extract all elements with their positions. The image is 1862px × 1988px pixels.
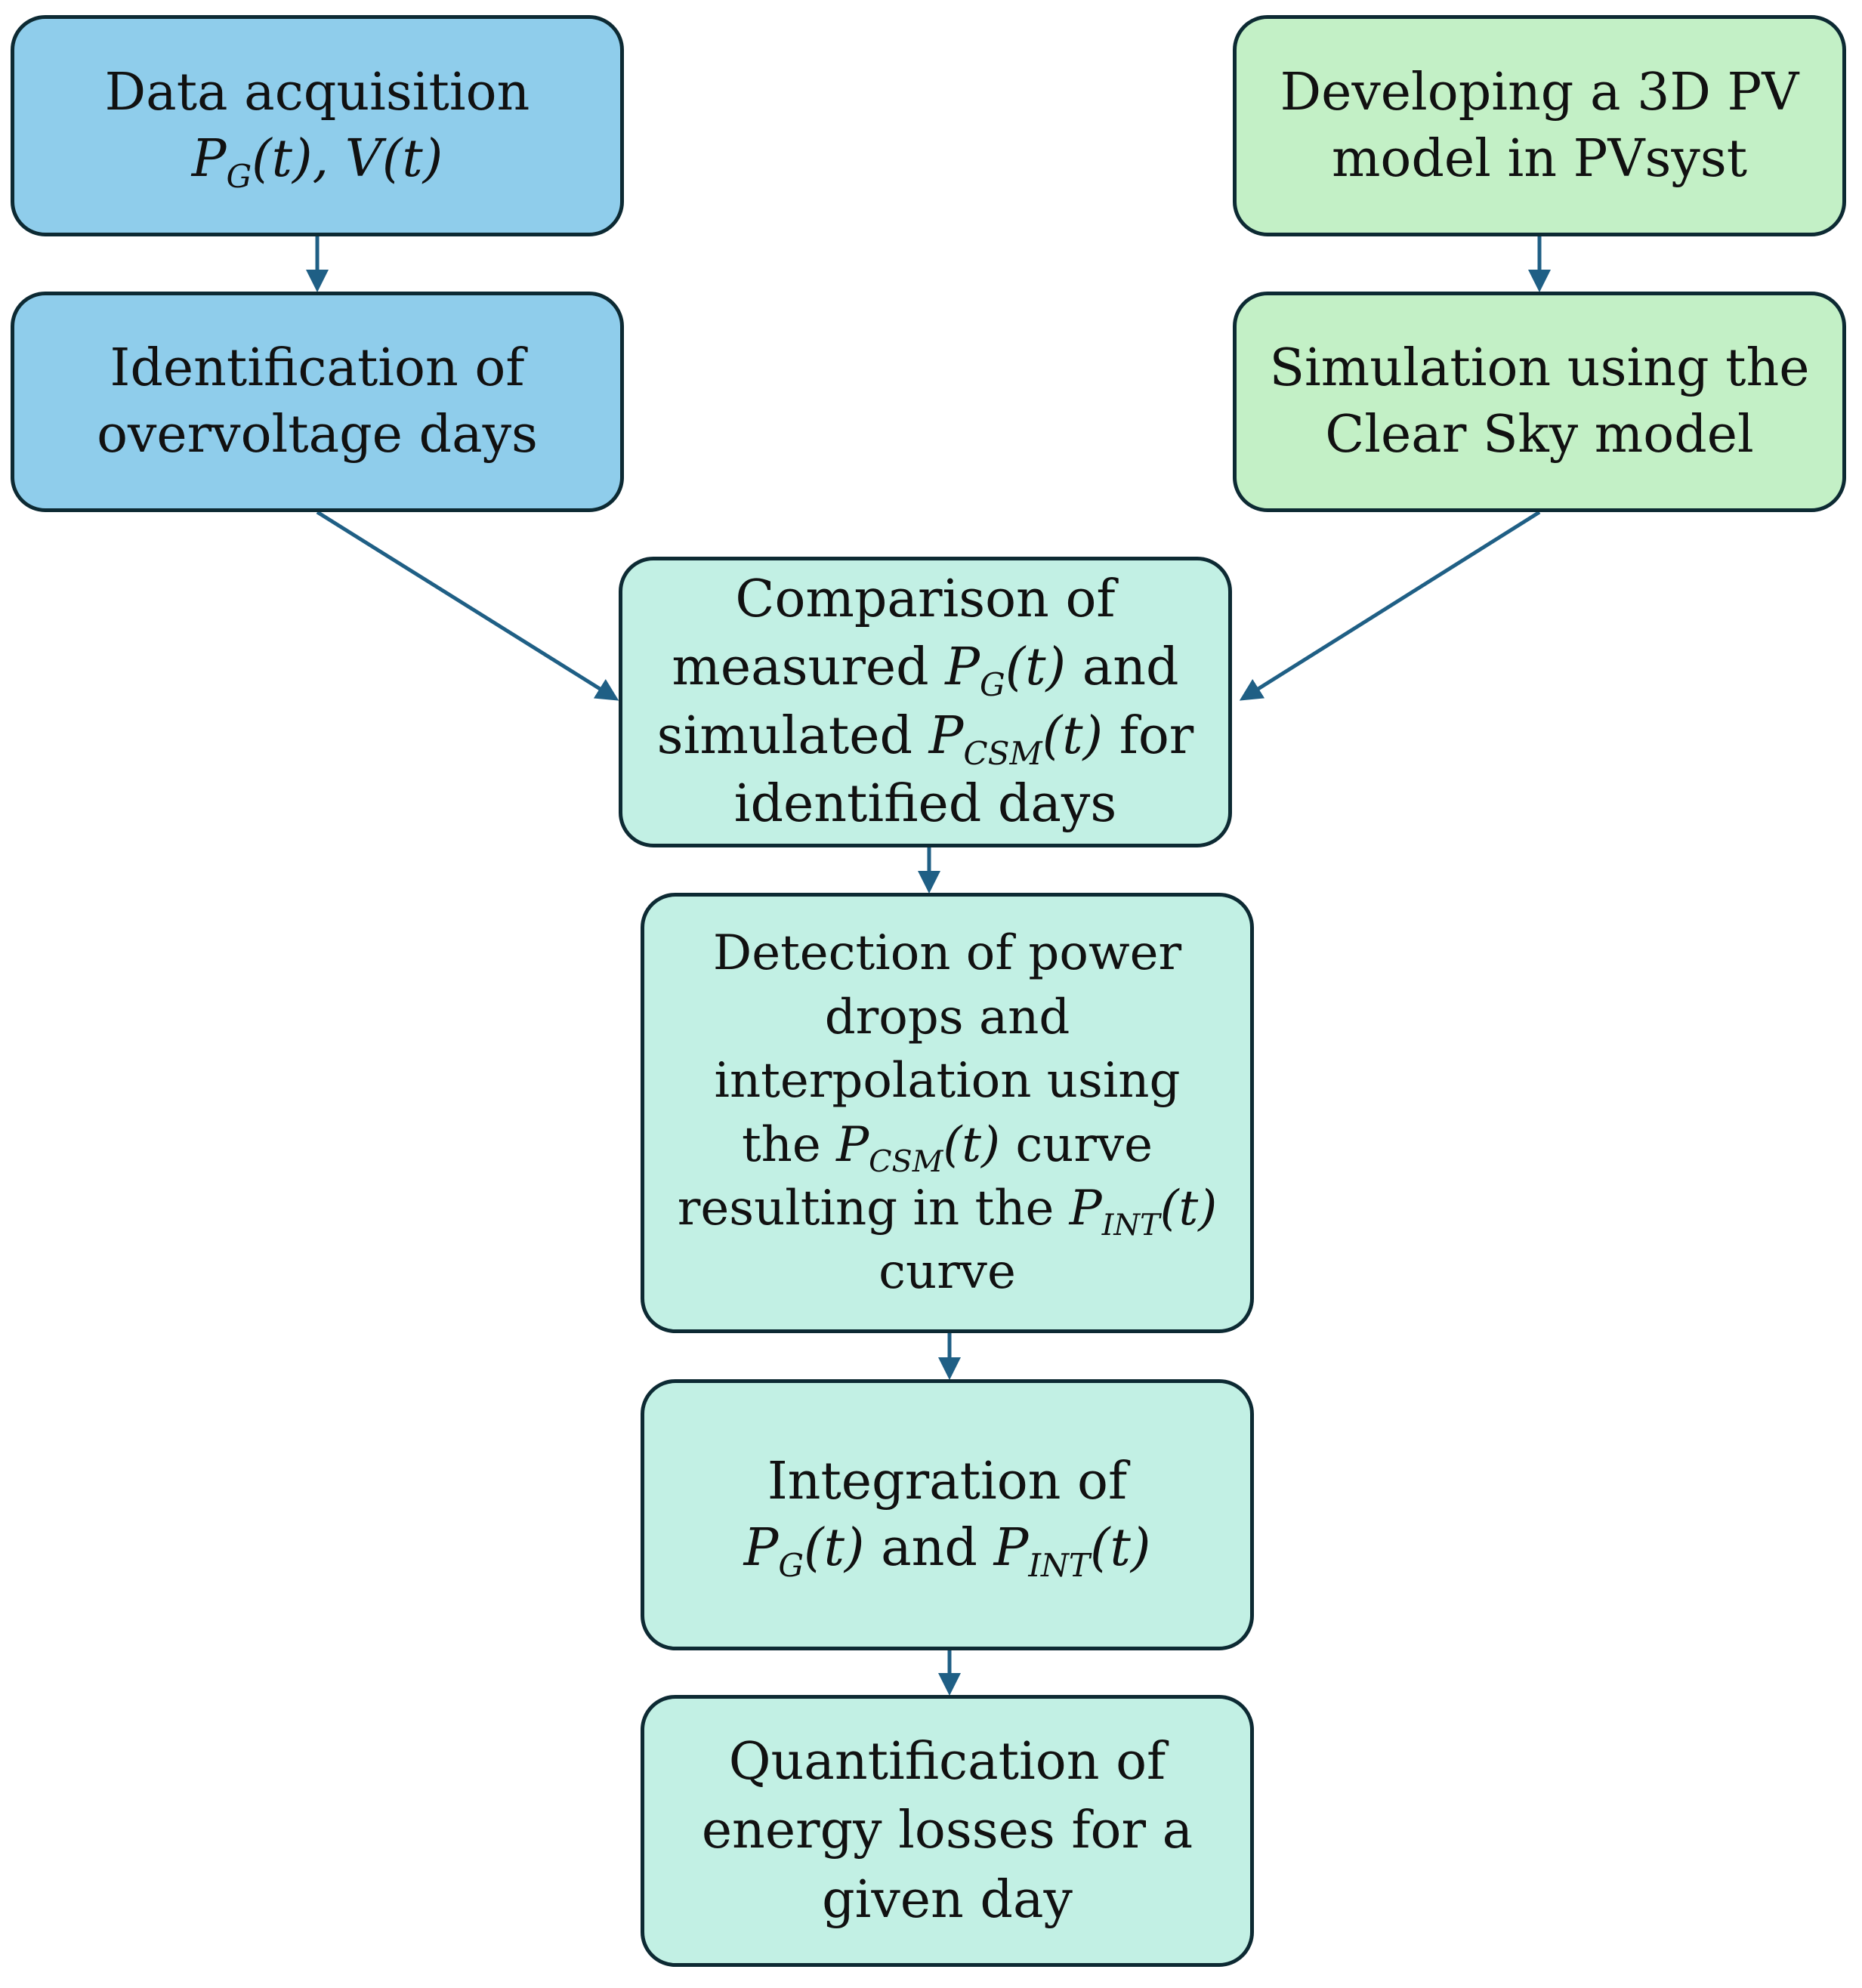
- identification-line-1: Identification of: [110, 338, 525, 399]
- simulation-line-2: Clear Sky model: [1325, 405, 1754, 465]
- data-acquisition-title: Data acquisition: [104, 62, 530, 122]
- detection-line-3: interpolation using: [714, 1053, 1181, 1110]
- identification-line-2: overvoltage days: [97, 405, 538, 465]
- arrow-identification-to-comparison: [316, 510, 619, 701]
- integration-box: Integration of PG(t) and PINT(t): [641, 1379, 1254, 1650]
- arrow-simulation-to-comparison: [1239, 510, 1541, 701]
- detection-line-6: curve: [879, 1244, 1016, 1301]
- integration-line-2: PG(t) and PINT(t): [743, 1517, 1151, 1584]
- comparison-line-2: measured PG(t) and: [672, 637, 1179, 703]
- quantification-line-3: given day: [822, 1869, 1073, 1930]
- comparison-line-4: identified days: [733, 773, 1117, 834]
- integration-line-1: Integration of: [767, 1451, 1128, 1511]
- developing-model-box: Developing a 3D PV model in PVsyst: [1233, 15, 1846, 236]
- quantification-box: Quantification of energy losses for a gi…: [641, 1695, 1254, 1967]
- identification-box: Identification of overvoltage days: [11, 292, 624, 512]
- developing-model-line-1: Developing a 3D PV: [1280, 62, 1799, 122]
- simulation-box: Simulation using the Clear Sky model: [1233, 292, 1846, 512]
- comparison-line-3: simulated PCSM(t) for: [656, 705, 1194, 772]
- developing-model-line-2: model in PVsyst: [1331, 128, 1748, 189]
- quantification-line-2: energy losses for a: [701, 1801, 1193, 1861]
- data-acquisition-box: Data acquisition PG(t), V(t): [11, 15, 624, 236]
- comparison-box: Comparison of measured PG(t) and simulat…: [619, 557, 1232, 847]
- quantification-line-1: Quantification of: [728, 1732, 1166, 1792]
- detection-line-1: Detection of power: [712, 925, 1182, 982]
- data-acquisition-variables: PG(t), V(t): [191, 128, 443, 195]
- comparison-line-1: Comparison of: [735, 569, 1116, 629]
- detection-line-4: the PCSM(t) curve: [741, 1116, 1153, 1179]
- simulation-line-1: Simulation using the: [1269, 338, 1810, 399]
- detection-line-5: resulting in the PINT(t): [677, 1180, 1218, 1242]
- detection-box: Detection of power drops and interpolati…: [641, 893, 1254, 1333]
- detection-line-2: drops and: [824, 989, 1070, 1045]
